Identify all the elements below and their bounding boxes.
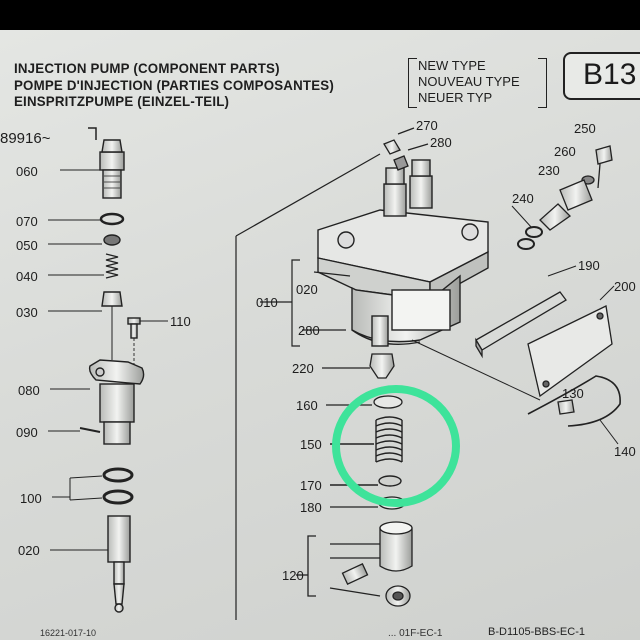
label-130: 130 — [562, 386, 584, 401]
parts-catalog-sheet: INJECTION PUMP (COMPONENT PARTS) POMPE D… — [0, 30, 640, 640]
type-french: NOUVEAU TYPE — [418, 74, 520, 89]
title-french: POMPE D'INJECTION (PARTIES COMPOSANTES) — [14, 77, 334, 93]
plunger-barrel-080 — [88, 359, 145, 445]
label-070: 070 — [16, 214, 38, 229]
label-160: 160 — [296, 398, 318, 413]
label-090: 090 — [16, 425, 38, 440]
serial-bracket — [88, 127, 97, 140]
label-120: 120 — [282, 568, 304, 583]
label-050: 050 — [16, 238, 38, 253]
label-180: 180 — [300, 500, 322, 515]
part-220 — [322, 353, 395, 379]
label-140: 140 — [614, 444, 636, 459]
o-ring-100b — [102, 489, 134, 505]
pin-090 — [79, 427, 101, 433]
label-200: 200 — [614, 279, 636, 294]
page-code-box: B13 — [563, 52, 640, 100]
highlight-circle — [332, 385, 460, 507]
footer-right-code: B-D1105-BBS-EC-1 — [488, 626, 585, 638]
spring-040 — [105, 253, 119, 279]
label-020-left: 020 — [18, 543, 40, 558]
part-170 — [330, 475, 402, 487]
type-english: NEW TYPE — [418, 58, 486, 73]
label-240: 240 — [512, 191, 534, 206]
label-080: 080 — [18, 383, 40, 398]
label-110: 110 — [170, 314, 191, 329]
tappet-group-120 — [296, 521, 413, 607]
serial-range: 89916~ — [0, 130, 51, 147]
label-270: 270 — [416, 118, 438, 133]
part-labels: 060 070 050 040 030 110 080 090 100 020 … — [16, 118, 636, 583]
type-bracket-left — [408, 58, 417, 108]
label-040: 040 — [16, 269, 38, 284]
o-ring-070 — [99, 212, 125, 226]
pump-assembly-010 — [317, 159, 489, 347]
type-bracket-right — [538, 58, 547, 108]
label-010: 010 — [256, 295, 278, 310]
label-060: 060 — [16, 164, 38, 179]
right-component-group — [383, 127, 621, 445]
label-230: 230 — [538, 163, 560, 178]
label-030: 030 — [16, 305, 38, 320]
title-english: INJECTION PUMP (COMPONENT PARTS) — [14, 60, 280, 76]
label-260: 260 — [554, 144, 576, 159]
delivery-valve-030 — [101, 291, 123, 307]
label-280-top: 280 — [430, 135, 452, 150]
footer-left-code: 16221-017-10 — [40, 628, 97, 638]
delivery-valve-holder — [99, 139, 125, 199]
page-code: B13 — [583, 58, 637, 91]
type-german: NEUER TYP — [418, 90, 493, 105]
left-component-column — [48, 139, 168, 613]
label-100: 100 — [20, 491, 42, 506]
label-170: 170 — [300, 478, 322, 493]
group-bracket-010 — [235, 153, 381, 620]
label-020-group: 020 — [296, 282, 318, 297]
title-german: EINSPRITZPUMPE (EINZEL-TEIL) — [14, 93, 230, 109]
label-280-group: 280 — [298, 323, 320, 338]
label-150: 150 — [300, 437, 322, 452]
footer-mid-code: ... 01F-EC-1 — [388, 628, 443, 639]
stopper-050 — [103, 234, 121, 246]
o-ring-100a — [102, 467, 134, 483]
label-190: 190 — [578, 258, 600, 273]
label-220: 220 — [292, 361, 314, 376]
plunger-020 — [107, 515, 131, 613]
label-250: 250 — [574, 121, 596, 136]
